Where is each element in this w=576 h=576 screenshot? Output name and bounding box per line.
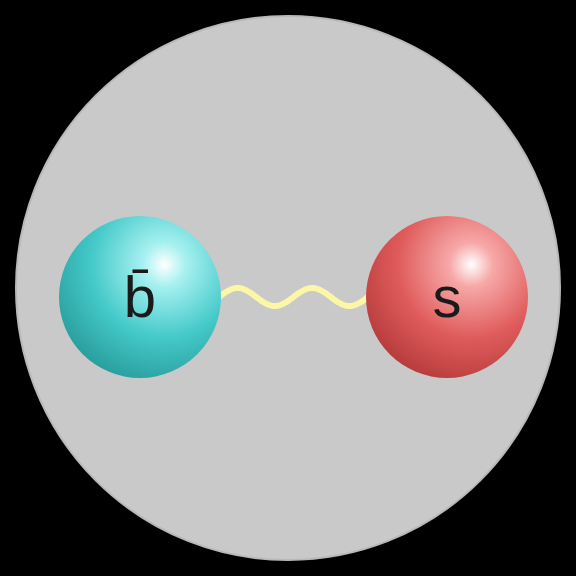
- meson-ground: [16, 16, 560, 560]
- sphere-fill: [366, 216, 528, 378]
- quark-label: b̄: [124, 268, 156, 326]
- quark-label: s: [433, 268, 462, 326]
- sphere-fill: [59, 216, 221, 378]
- gluon-wave: [219, 288, 368, 306]
- quark-sphere: b̄: [59, 216, 221, 378]
- quark-sphere: s: [366, 216, 528, 378]
